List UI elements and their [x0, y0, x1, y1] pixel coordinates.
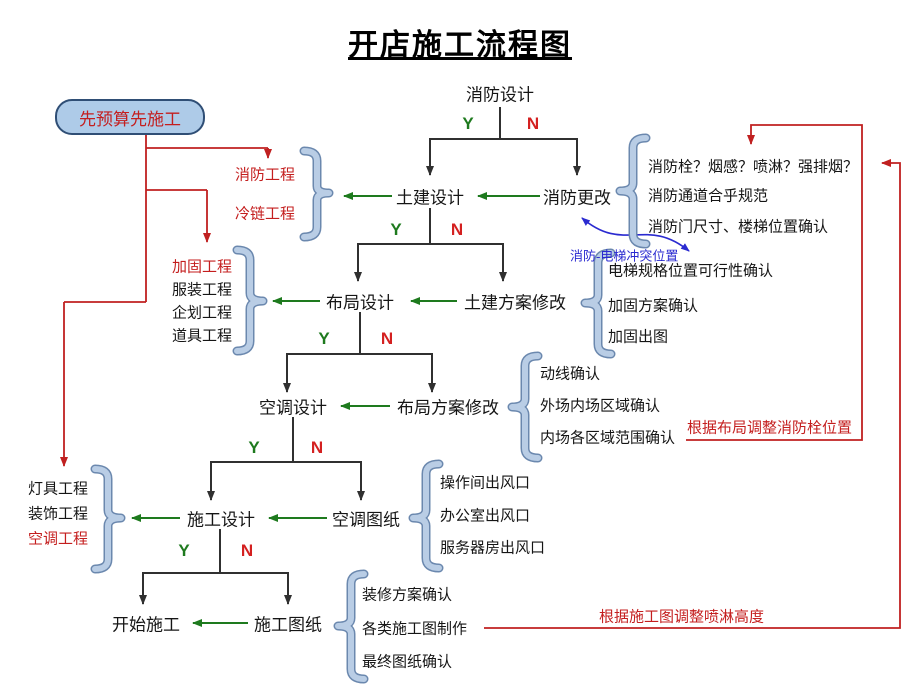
right-brace-hvac-drawing	[408, 459, 444, 573]
brace-shapes	[90, 133, 651, 684]
budget-list-item: 灯具工程	[28, 481, 89, 498]
branch-no-label: N	[380, 329, 394, 348]
node-layout-revision: 布局方案修改	[397, 398, 499, 418]
budget-list-item: 空调工程	[28, 531, 89, 548]
detail-list-item: 消防通道合乎规范	[648, 188, 769, 205]
budget-first-pill: 先预算先施工	[55, 99, 205, 135]
branch-no-label: N	[240, 541, 254, 560]
detail-list-item: 动线确认	[540, 366, 601, 383]
right-brace-layout-revision	[507, 351, 543, 463]
detail-list-item: 操作间出风口	[440, 475, 531, 492]
node-hvac-design: 空调设计	[259, 398, 327, 418]
budget-list-item: 冷链工程	[235, 206, 296, 223]
budget-first-lines	[60, 131, 272, 467]
branch-yes-label: Y	[390, 220, 402, 239]
node-fire-design: 消防设计	[466, 85, 534, 105]
detail-list-item: 内场各区域范围确认	[540, 430, 676, 447]
node-construction-design: 施工设计	[187, 510, 255, 530]
node-civil-revision: 土建方案修改	[464, 293, 566, 313]
detail-list-item: 服务器房出风口	[440, 540, 546, 557]
budget-list-item: 企划工程	[172, 305, 233, 322]
adjust-hydrant-note: 根据布局调整消防栓位置	[687, 420, 853, 437]
detail-list-item: 加固出图	[608, 329, 669, 346]
main-flow-lines	[139, 107, 581, 605]
node-construction-drawing: 施工图纸	[254, 615, 322, 635]
right-brace-civil-revision	[580, 248, 616, 359]
adjust-sprinkler-note: 根据施工图调整喷淋高度	[599, 609, 765, 626]
page-title: 开店施工流程图	[348, 29, 572, 62]
branch-yes-label: Y	[178, 541, 190, 560]
budget-list-item: 消防工程	[235, 167, 296, 184]
budget-list-item: 道具工程	[172, 328, 233, 345]
green-flow-arrows	[131, 192, 540, 627]
node-start-construction: 开始施工	[112, 615, 180, 635]
branch-no-label: N	[526, 114, 540, 133]
elevator-conflict-note: 消防-电梯冲突位置	[570, 248, 679, 264]
budget-list-item: 装饰工程	[28, 506, 89, 523]
detail-list-item: 加固方案确认	[608, 298, 699, 315]
detail-list-item: 电梯规格位置可行性确认	[608, 263, 774, 280]
left-brace-budget-2	[232, 245, 268, 356]
budget-list-item: 加固工程	[172, 259, 233, 276]
left-brace-budget-3	[90, 464, 126, 574]
detail-list-item: 消防门尺寸、楼梯位置确认	[648, 219, 829, 236]
right-brace-fire-change	[615, 133, 651, 249]
red-feedback-loops	[484, 124, 901, 629]
branch-no-label: N	[310, 438, 324, 457]
detail-list-item: 各类施工图制作	[362, 621, 468, 638]
node-civil-design: 土建设计	[396, 188, 464, 208]
detail-list-item: 装修方案确认	[362, 587, 453, 604]
node-layout-design: 布局设计	[326, 293, 394, 313]
branch-yes-label: Y	[318, 329, 330, 348]
branch-no-label: N	[450, 220, 464, 239]
right-brace-construction-drawing	[333, 569, 369, 684]
detail-list-item: 最终图纸确认	[362, 654, 453, 671]
budget-list-item: 服装工程	[172, 282, 233, 299]
branch-yes-label: Y	[462, 114, 474, 133]
node-fire-change: 消防更改	[543, 188, 611, 208]
detail-list-item: 外场内场区域确认	[540, 398, 661, 415]
detail-list-item: 办公室出风口	[440, 508, 531, 525]
branch-yes-label: Y	[248, 438, 260, 457]
left-brace-budget-1	[299, 146, 334, 242]
detail-list-item: 消防栓？烟感？喷淋？强排烟？	[648, 159, 859, 176]
node-hvac-drawing: 空调图纸	[332, 510, 400, 530]
